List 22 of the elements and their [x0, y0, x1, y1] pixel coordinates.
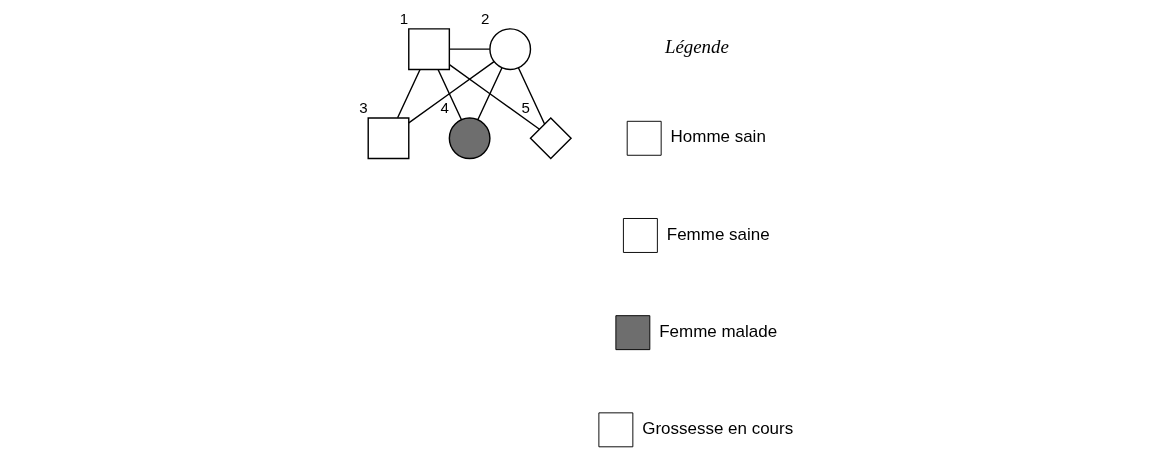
connector: [448, 48, 490, 50]
legend-label: Grossesse en cours: [641, 418, 793, 438]
node-label: 2: [480, 9, 489, 27]
legend-label: Homme sain: [670, 127, 766, 147]
connector: [436, 68, 462, 121]
node-box: [407, 28, 450, 71]
connector: [517, 67, 545, 125]
node-circle: [448, 117, 491, 160]
node-diamond: [529, 117, 572, 160]
node-label: 5: [521, 99, 530, 117]
node-circle: [488, 28, 531, 71]
legend-label: Femme saine: [666, 224, 770, 244]
connector: [448, 63, 540, 130]
label: Légende: [664, 35, 729, 57]
connector: [476, 67, 503, 121]
connector: [396, 68, 421, 119]
connector: [407, 60, 495, 124]
node-box: [367, 117, 409, 160]
node-label: 3: [358, 99, 368, 117]
node-label: 1: [399, 9, 408, 27]
legend-label: Femme malade: [658, 321, 777, 341]
node-label: 4: [439, 99, 449, 117]
